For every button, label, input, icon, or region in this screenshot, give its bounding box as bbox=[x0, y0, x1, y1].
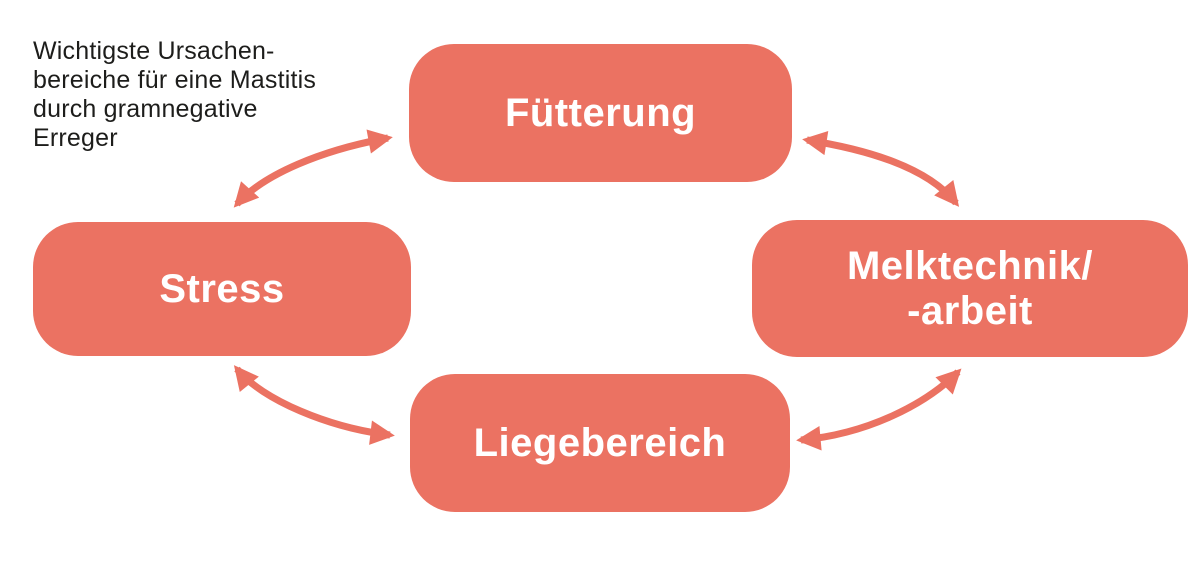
annotation-text: Wichtigste Ursachen- bereiche für eine M… bbox=[33, 37, 316, 153]
node-liegebereich: Liegebereich bbox=[410, 374, 790, 512]
arrow-stress-fuetterung bbox=[233, 129, 393, 208]
node-stress-label: Stress bbox=[159, 266, 285, 311]
node-melktechnik-label-line-1: Melktechnik/ bbox=[846, 243, 1094, 288]
node-liegebereich-label: Liegebereich bbox=[473, 420, 727, 465]
node-stress: Stress bbox=[33, 222, 411, 356]
annotation-line-2: bereiche für eine Mastitis bbox=[33, 66, 317, 94]
arrow-fuetterung-melktechnik bbox=[802, 130, 960, 207]
node-melktechnik: Melktechnik/ -arbeit bbox=[752, 220, 1188, 357]
annotation-line-1: Wichtigste Ursachen- bbox=[33, 37, 275, 65]
node-fuetterung-label: Fütterung bbox=[504, 90, 697, 135]
annotation-line-3: durch gramnegative bbox=[33, 95, 258, 123]
node-melktechnik-label-line-2: -arbeit bbox=[907, 288, 1033, 333]
node-fuetterung: Fütterung bbox=[409, 44, 792, 182]
annotation-line-4: Erreger bbox=[33, 124, 118, 152]
arrow-liegebereich-melktechnik bbox=[796, 368, 962, 451]
arrow-stress-liegebereich bbox=[233, 365, 395, 445]
